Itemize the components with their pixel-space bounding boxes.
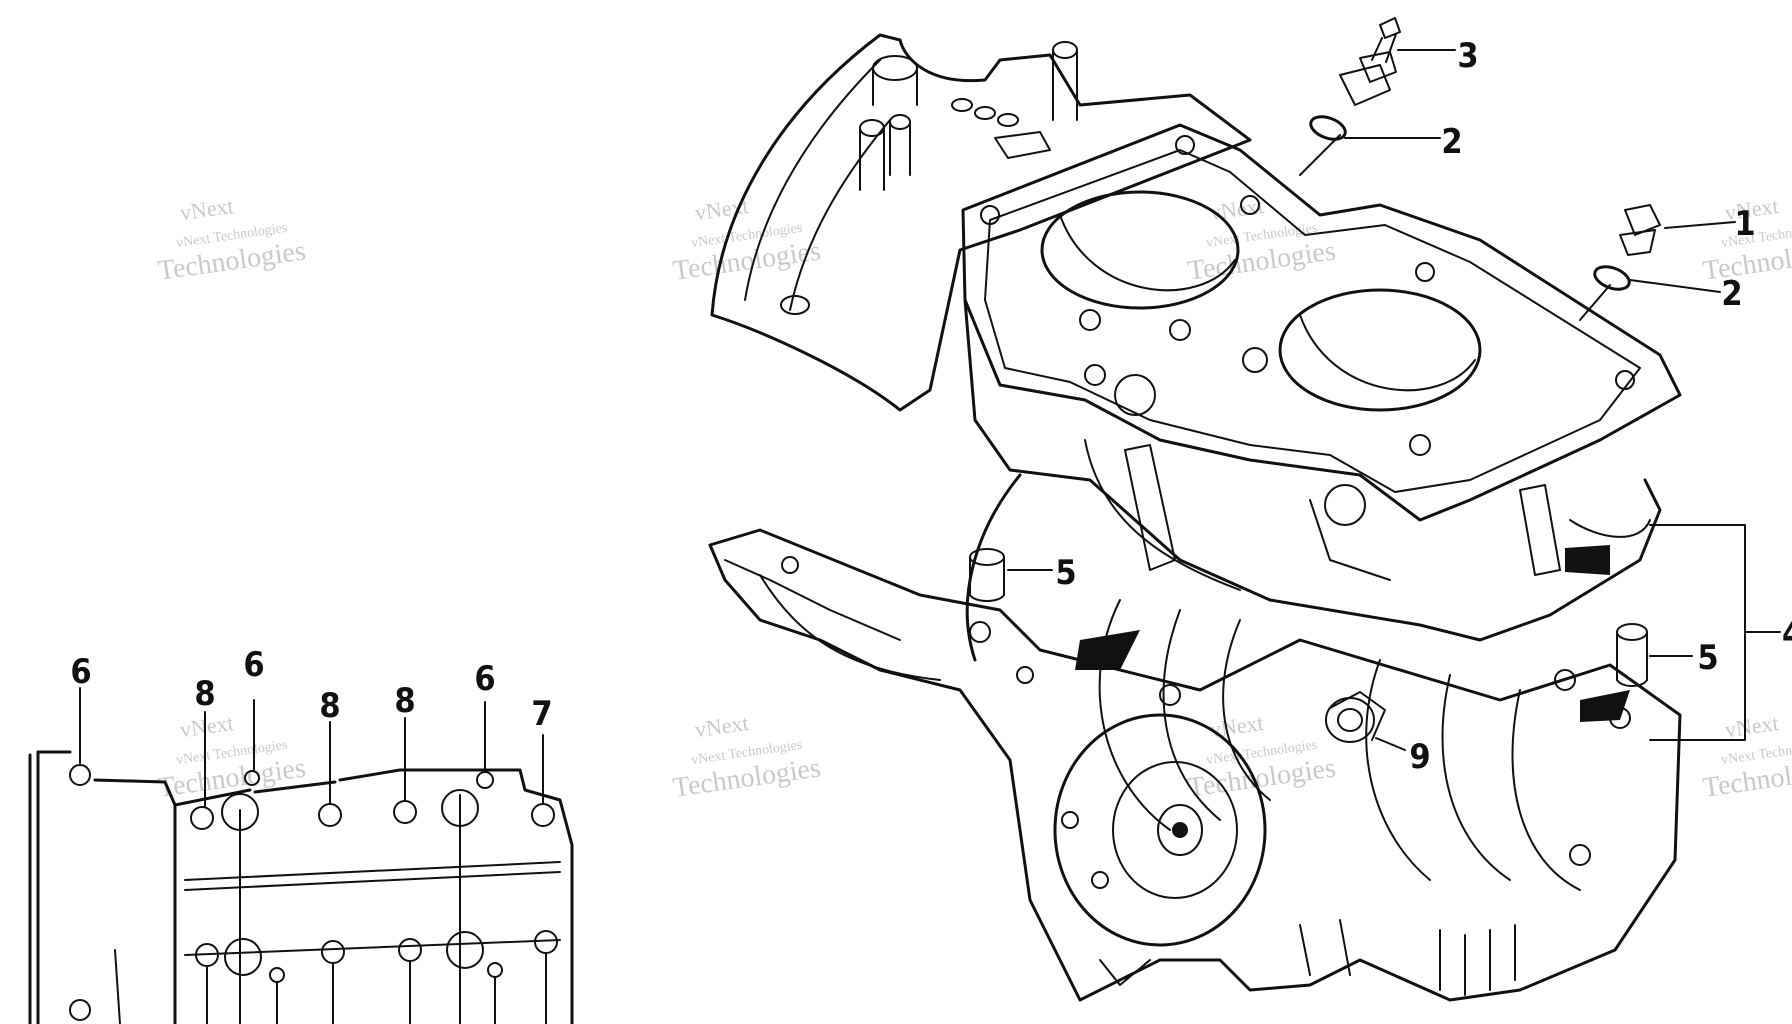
callout-5-right: 5 bbox=[1697, 638, 1718, 678]
watermark-top-left: vNext vNext Technologies Technologies bbox=[156, 193, 308, 287]
callout-8-left: 8 bbox=[194, 674, 215, 714]
watermark-bottom-edge: vNext vNext Technologies Technologies bbox=[1701, 710, 1792, 804]
watermark-small: vNext bbox=[178, 193, 235, 225]
callout-2-upper: 2 bbox=[1441, 122, 1462, 162]
callout-8-middle: 8 bbox=[319, 686, 340, 726]
callout-1: 1 bbox=[1734, 204, 1755, 244]
part-3-screw-drawing bbox=[1339, 17, 1401, 106]
callout-8-right: 8 bbox=[394, 681, 415, 721]
watermark-small: vNext bbox=[693, 193, 750, 225]
callout-6-left: 6 bbox=[70, 652, 91, 692]
watermark-small: vNext bbox=[178, 710, 235, 742]
callout-3: 3 bbox=[1457, 36, 1478, 76]
part-9-bushing-drawing bbox=[1325, 691, 1386, 743]
callout-4: 4 bbox=[1782, 614, 1792, 654]
leader-lines bbox=[79, 49, 1781, 1024]
callout-6-middle: 6 bbox=[243, 645, 264, 685]
watermark-bottom-center: vNext vNext Technologies Technologies bbox=[671, 710, 823, 804]
callout-9: 9 bbox=[1409, 737, 1430, 777]
part-1-plug-drawing bbox=[1619, 204, 1661, 256]
callout-2-lower: 2 bbox=[1721, 274, 1742, 314]
part-5-dowel-drawing bbox=[969, 548, 1648, 687]
lower-crankcase-drawing bbox=[708, 528, 1682, 1002]
callouts: 1 2 2 3 4 5 5 6 6 6 7 8 8 8 9 bbox=[70, 36, 1792, 777]
gasket-detail-drawing bbox=[28, 750, 574, 1024]
watermark-small: vNext bbox=[693, 710, 750, 742]
callout-6-right: 6 bbox=[474, 659, 495, 699]
part-2-washer-drawing bbox=[1309, 115, 1631, 291]
watermark-small: vNext bbox=[1208, 710, 1265, 742]
callout-5-left: 5 bbox=[1055, 553, 1076, 593]
upper-crankcase-drawing bbox=[710, 33, 1682, 662]
watermark-small: vNext bbox=[1723, 710, 1780, 742]
callout-7: 7 bbox=[531, 694, 552, 734]
